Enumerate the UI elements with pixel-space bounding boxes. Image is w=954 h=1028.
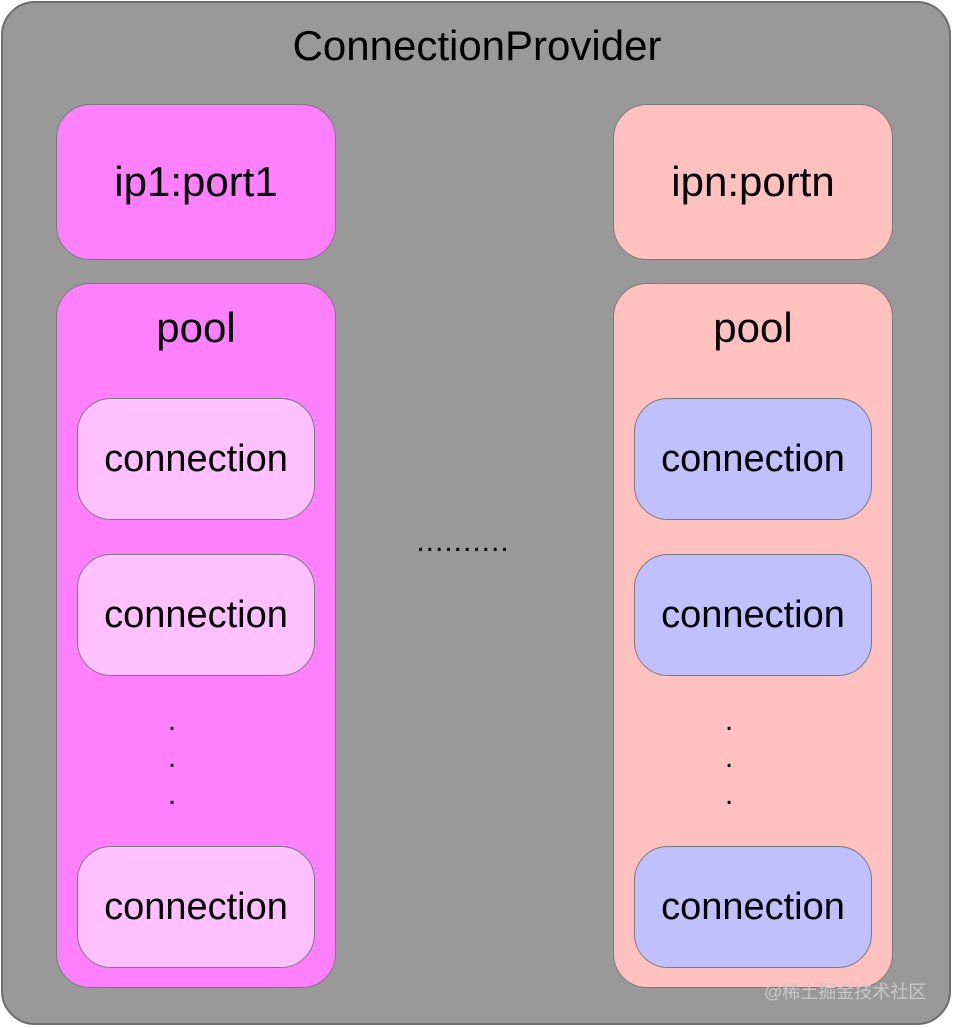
pool-n-connection-3: connection (634, 846, 872, 968)
pool-n-connection-2: connection (634, 554, 872, 676)
connection-label: connection (661, 437, 845, 480)
dot: . (167, 704, 177, 737)
pool-1-connection-2: connection (77, 554, 315, 676)
dot: . (724, 778, 734, 811)
endpoint-n-label: ipn:portn (671, 158, 835, 205)
pool-n-connection-1: connection (634, 398, 872, 520)
endpoint-1-box: ip1:port1 (56, 104, 336, 260)
dot: . (724, 704, 734, 737)
connection-label: connection (104, 437, 288, 480)
connection-label: connection (104, 593, 288, 636)
pool-1-vertical-ellipsis: . . . (33, 702, 311, 813)
dot: . (167, 741, 177, 774)
pool-n: pool connection connection . . . connect… (613, 283, 893, 988)
provider-title: ConnectionProvider (292, 22, 662, 69)
dot: . (724, 741, 734, 774)
pool-1-connection-3: connection (77, 846, 315, 968)
connection-label: connection (661, 593, 845, 636)
groups-ellipsis: .......... (416, 525, 510, 558)
watermark: @稀土掘金技术社区 (764, 982, 927, 1002)
pool-1: pool connection connection . . . connect… (56, 283, 336, 988)
connection-label: connection (104, 885, 288, 928)
endpoint-1-label: ip1:port1 (114, 158, 278, 205)
connection-label: connection (661, 885, 845, 928)
pool-1-connection-1: connection (77, 398, 315, 520)
pool-n-vertical-ellipsis: . . . (590, 702, 868, 813)
dot: . (167, 778, 177, 811)
pool-n-title: pool (713, 304, 793, 351)
pool-1-title: pool (156, 304, 236, 351)
endpoint-n-box: ipn:portn (613, 104, 893, 260)
